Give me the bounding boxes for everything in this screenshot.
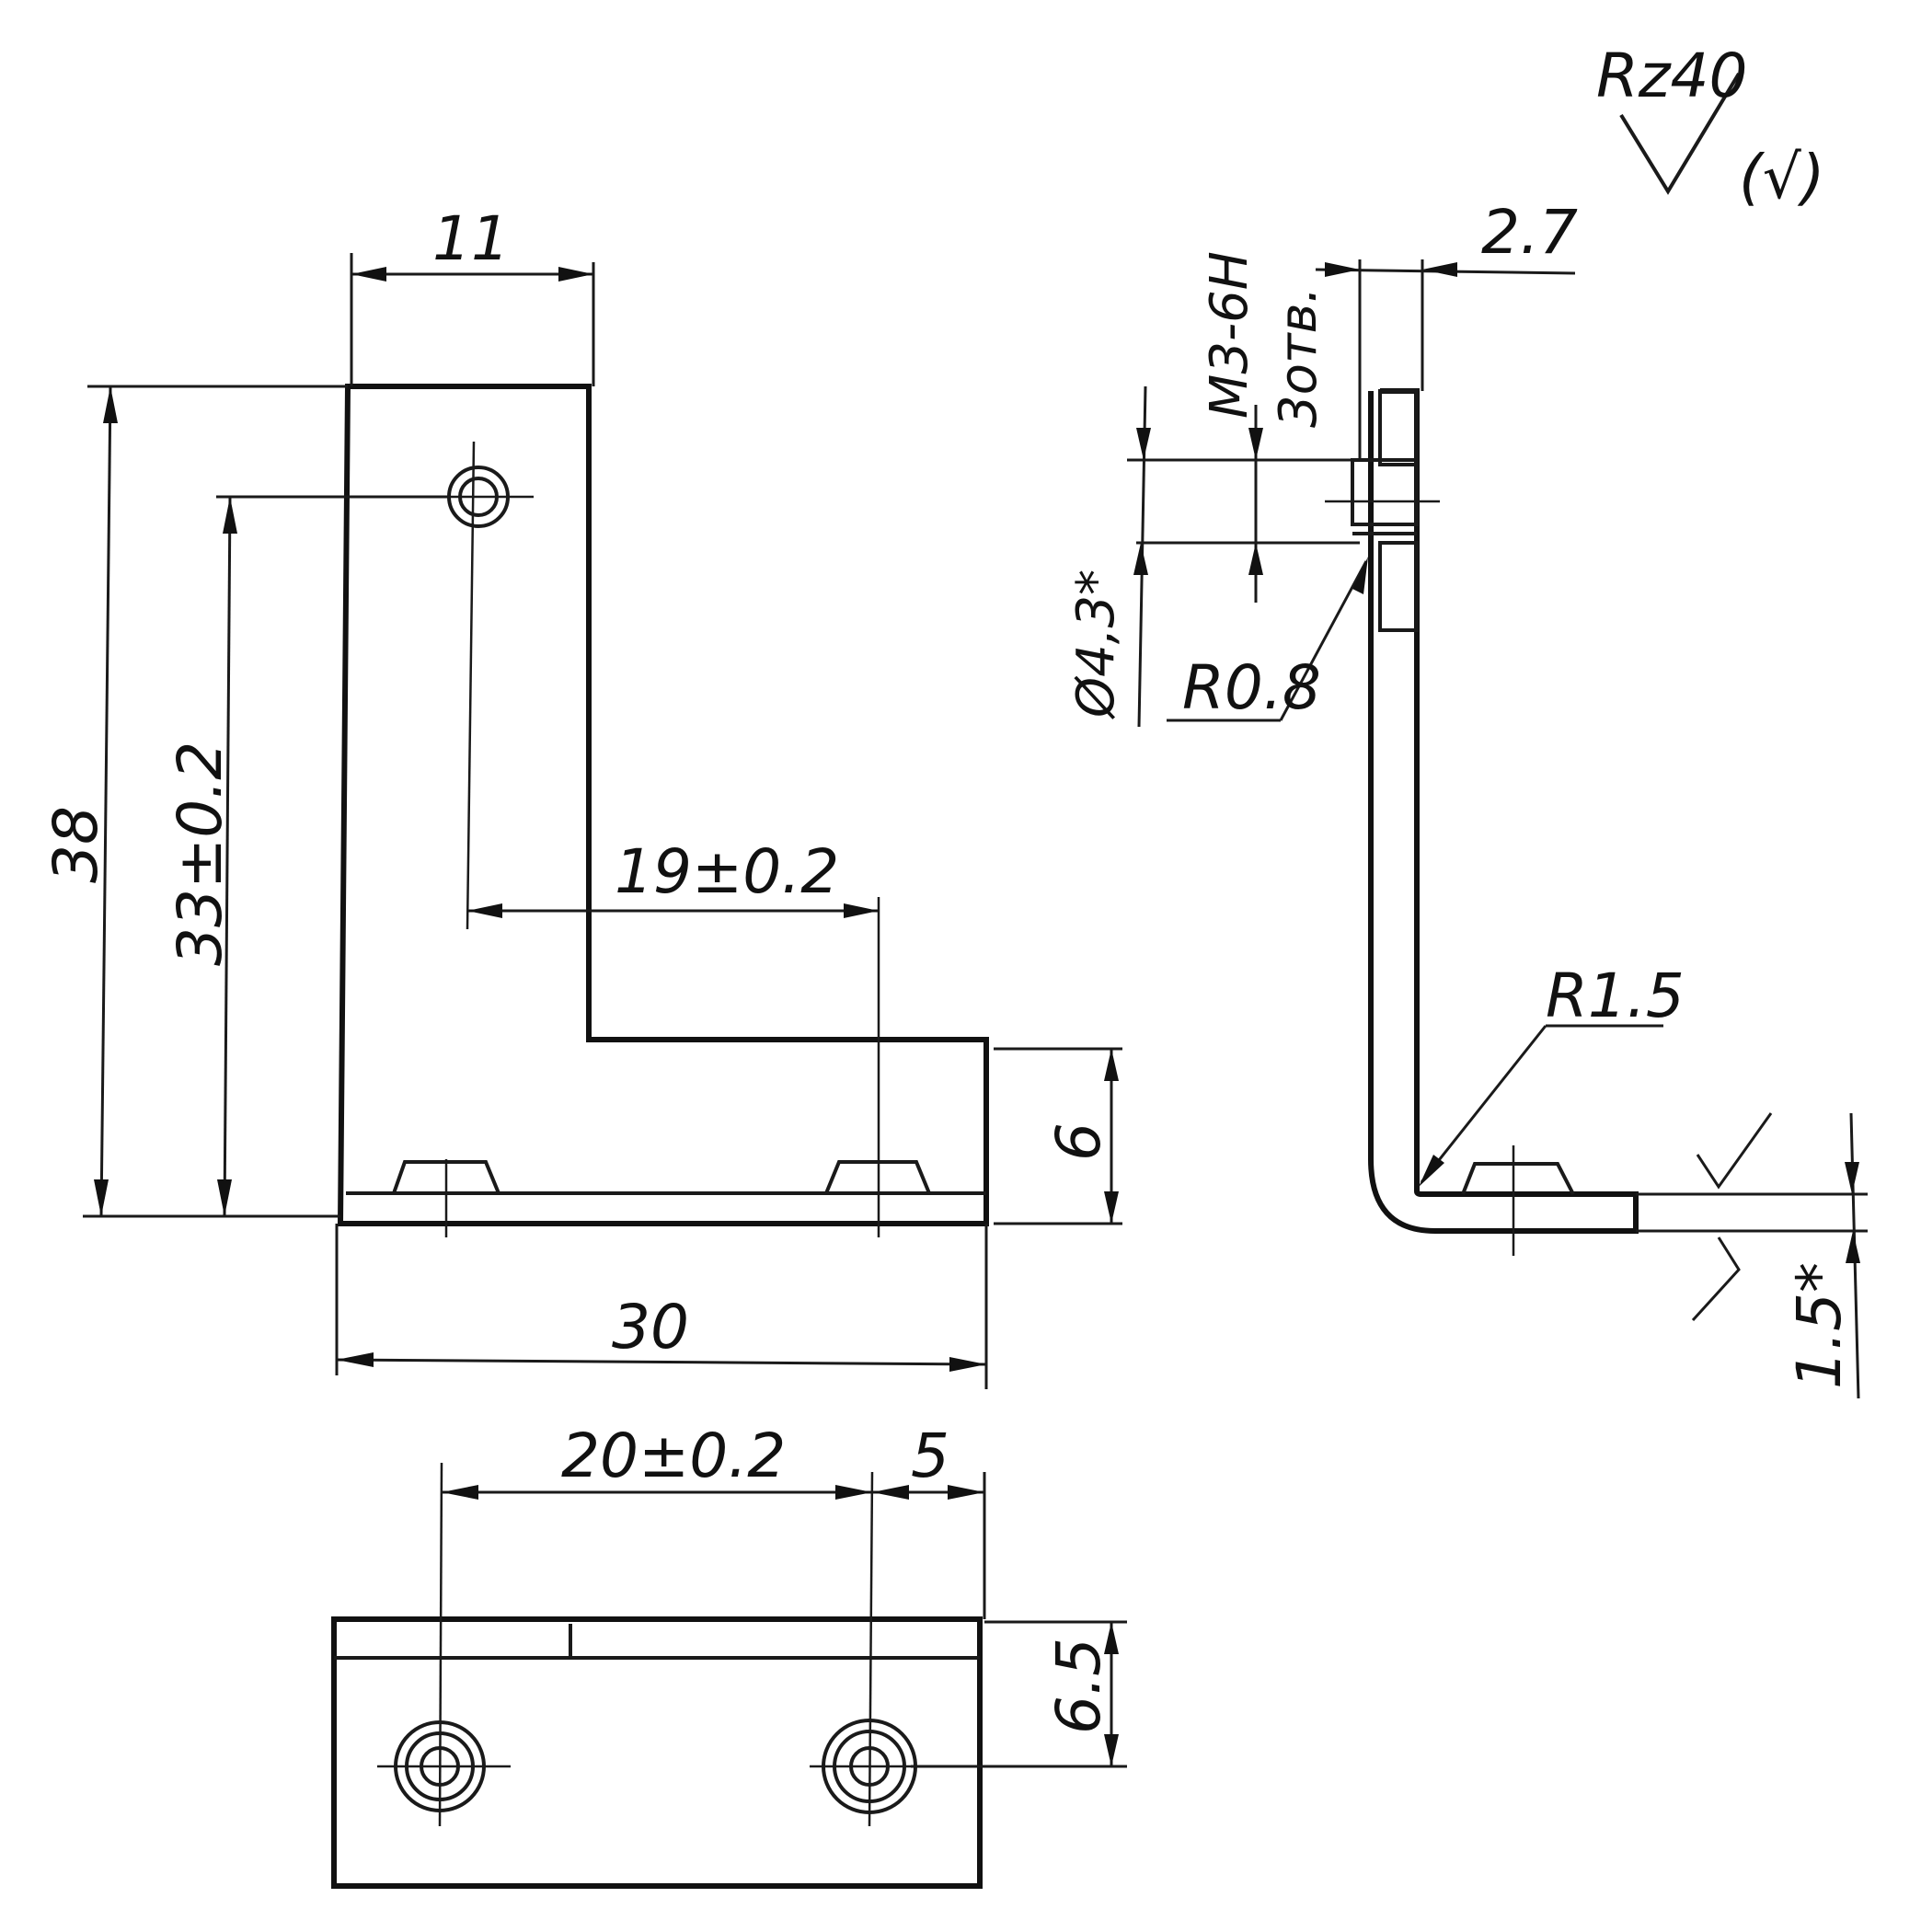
side-countersink-bump (1461, 1162, 1575, 1195)
bottom-view-outline (331, 1616, 983, 1889)
dim-overall-height: 38 (40, 385, 348, 1218)
surface-roughness-symbol: Rz40 (√) (1596, 40, 1825, 213)
side-section-hatch-top (1378, 389, 1419, 466)
dim-hole-offset-bottom-label: 6.5 (1043, 1638, 1114, 1734)
dim-thickness: 2.7 (1315, 197, 1578, 460)
dim-hole-spacing-front-label: 19±0.2 (615, 836, 839, 907)
thread-note: M3-6H 3отв. (1127, 251, 1360, 603)
dim-hole-height: 33±0.2 (165, 495, 451, 1217)
dim-overall-height-label: 38 (40, 806, 111, 883)
radius-bend-label: R1.5 (1546, 960, 1685, 1031)
roughness-check-icon (1619, 72, 1741, 195)
radius-small-label: R0.8 (1182, 652, 1321, 723)
thread-size-label: M3-6H (1200, 251, 1260, 419)
dim-hole-spacing-front: 19±0.2 (467, 836, 879, 918)
dim-overall-length: 30 (335, 1224, 988, 1389)
dim-hole-offset-bottom: 6.5 (911, 1620, 1127, 1768)
bottom-hole-left (377, 1720, 511, 1812)
dim-hole-height-label: 33±0.2 (165, 742, 236, 966)
roughness-tick-icon (1696, 1112, 1773, 1190)
bottom-view (331, 1462, 983, 1889)
roughness-tick-icon (1691, 1236, 1741, 1322)
dim-bottom-thickness-label: 1.5* (1784, 1262, 1855, 1389)
dim-hole-diameter-label: Ø4,3* (1066, 569, 1126, 719)
leader-radius-bend: R1.5 (1419, 960, 1685, 1187)
dim-flange-height: 6 (994, 1047, 1122, 1225)
dim-flange-height-label: 6 (1043, 1122, 1114, 1161)
side-section-hatch-bot (1378, 541, 1419, 632)
side-view-outline (1368, 388, 1639, 1234)
leader-radius-small: R0.8 (1167, 557, 1368, 723)
front-hole-centerline (466, 441, 476, 930)
dim-hole-spacing-bottom: 20±0.2 5 (442, 1420, 986, 1619)
front-view-outline (337, 384, 989, 1226)
side-section-hatch-mid (1351, 458, 1419, 526)
dim-top-width: 11 (350, 203, 595, 386)
dim-top-width-label: 11 (432, 203, 510, 274)
side-view (1325, 388, 1639, 1256)
dim-hole-spacing-bottom-label: 20±0.2 (561, 1420, 786, 1491)
front-view (337, 384, 989, 1237)
roughness-main-label: Rz40 (1596, 40, 1747, 111)
dim-thickness-label: 2.7 (1481, 197, 1578, 268)
roughness-other-label: (√) (1739, 142, 1825, 213)
dim-bottom-thickness: 1.5* (1636, 1112, 1868, 1399)
dim-hole-diameter: Ø4,3* (1066, 385, 1151, 728)
thread-count-label: 3отв. (1269, 287, 1329, 428)
dim-edge-to-hole-label: 5 (911, 1420, 949, 1491)
dim-overall-length-label: 30 (612, 1292, 689, 1363)
